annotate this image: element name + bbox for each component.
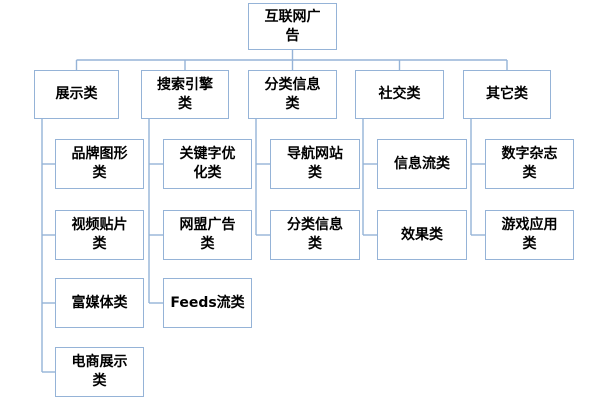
node-game-app: 游戏应用 类 [485, 210, 574, 260]
node-digital-magazine: 数字杂志 类 [485, 139, 574, 189]
node-ad-network: 网盟广告 类 [163, 210, 252, 260]
node-display-category: 展示类 [34, 70, 119, 119]
node-brand-graphic: 品牌图形 类 [55, 139, 144, 189]
node-search-engine-category: 搜索引擎 类 [141, 70, 229, 119]
node-ecommerce-display: 电商展示 类 [55, 347, 144, 397]
node-social-category: 社交类 [355, 70, 444, 119]
node-classified-info: 分类信息 类 [270, 210, 360, 260]
node-info-flow: 信息流类 [377, 139, 467, 189]
node-internet-ads: 互联网广 告 [248, 3, 337, 50]
node-keyword-optimization: 关键字优 化类 [163, 139, 252, 189]
node-rich-media: 富媒体类 [55, 278, 144, 328]
node-feeds-stream: Feeds流类 [163, 278, 252, 328]
node-video-patch: 视频贴片 类 [55, 210, 144, 260]
node-navigation-site: 导航网站 类 [270, 139, 360, 189]
node-other-category: 其它类 [463, 70, 551, 119]
node-classified-info-category: 分类信息 类 [248, 70, 337, 119]
node-effect: 效果类 [377, 210, 467, 260]
